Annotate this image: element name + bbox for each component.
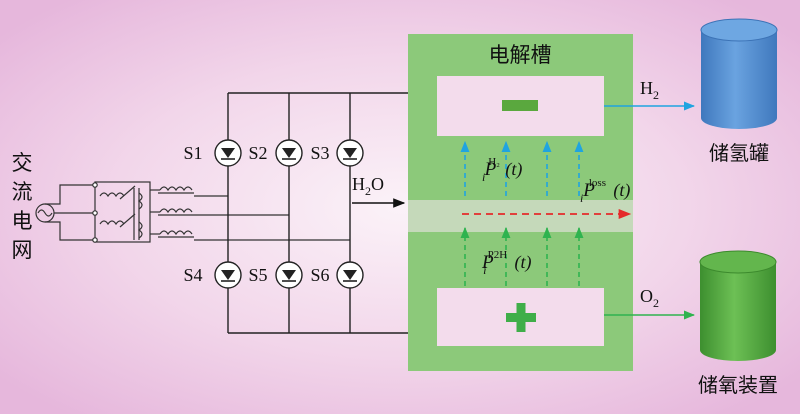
hydrogen-tank-label: 储氢罐 bbox=[709, 141, 769, 165]
rectifier-bridge bbox=[227, 92, 408, 334]
transformer bbox=[45, 181, 350, 243]
hydrogen-output-label: H2 bbox=[640, 78, 659, 102]
ac-grid-label-char: 交 bbox=[12, 151, 33, 175]
switch-s4: S4 bbox=[183, 261, 242, 289]
switch-s3: S3 bbox=[310, 139, 364, 167]
oxygen-output-label: O2 bbox=[640, 286, 659, 310]
switch-label: S4 bbox=[183, 265, 202, 285]
minus-symbol-icon bbox=[502, 100, 538, 111]
ac-grid-label-char: 流 bbox=[12, 180, 33, 204]
h2-power-arrows bbox=[460, 140, 584, 196]
ac-grid-label-char: 电 bbox=[12, 209, 33, 233]
hydrogen-output: H2 bbox=[604, 78, 696, 111]
electrolyzer-title: 电解槽 bbox=[489, 43, 552, 67]
water-input-label: H2O bbox=[352, 174, 384, 198]
oxygen-tank: 储氧装置 bbox=[698, 250, 778, 397]
switch-label: S1 bbox=[183, 143, 202, 163]
oxygen-output: O2 bbox=[604, 286, 696, 320]
switch-s1: S1 bbox=[183, 139, 242, 167]
switch-label: S5 bbox=[248, 265, 267, 285]
ac-grid: 交 流 电 网 bbox=[12, 151, 55, 262]
switch-s5: S5 bbox=[248, 261, 303, 289]
switch-label: S3 bbox=[310, 143, 329, 163]
hydrogen-tank: 储氢罐 bbox=[700, 18, 778, 165]
ac-grid-label-char: 网 bbox=[12, 238, 33, 262]
p2h-power-arrows bbox=[460, 226, 584, 286]
plus-symbol-icon bbox=[506, 303, 536, 332]
switch-label: S2 bbox=[248, 143, 267, 163]
oxygen-tank-label: 储氧装置 bbox=[698, 373, 778, 397]
switch-s6: S6 bbox=[310, 261, 364, 289]
water-input: H2O bbox=[352, 174, 406, 208]
switch-label: S6 bbox=[310, 265, 329, 285]
switch-s2: S2 bbox=[248, 139, 303, 167]
